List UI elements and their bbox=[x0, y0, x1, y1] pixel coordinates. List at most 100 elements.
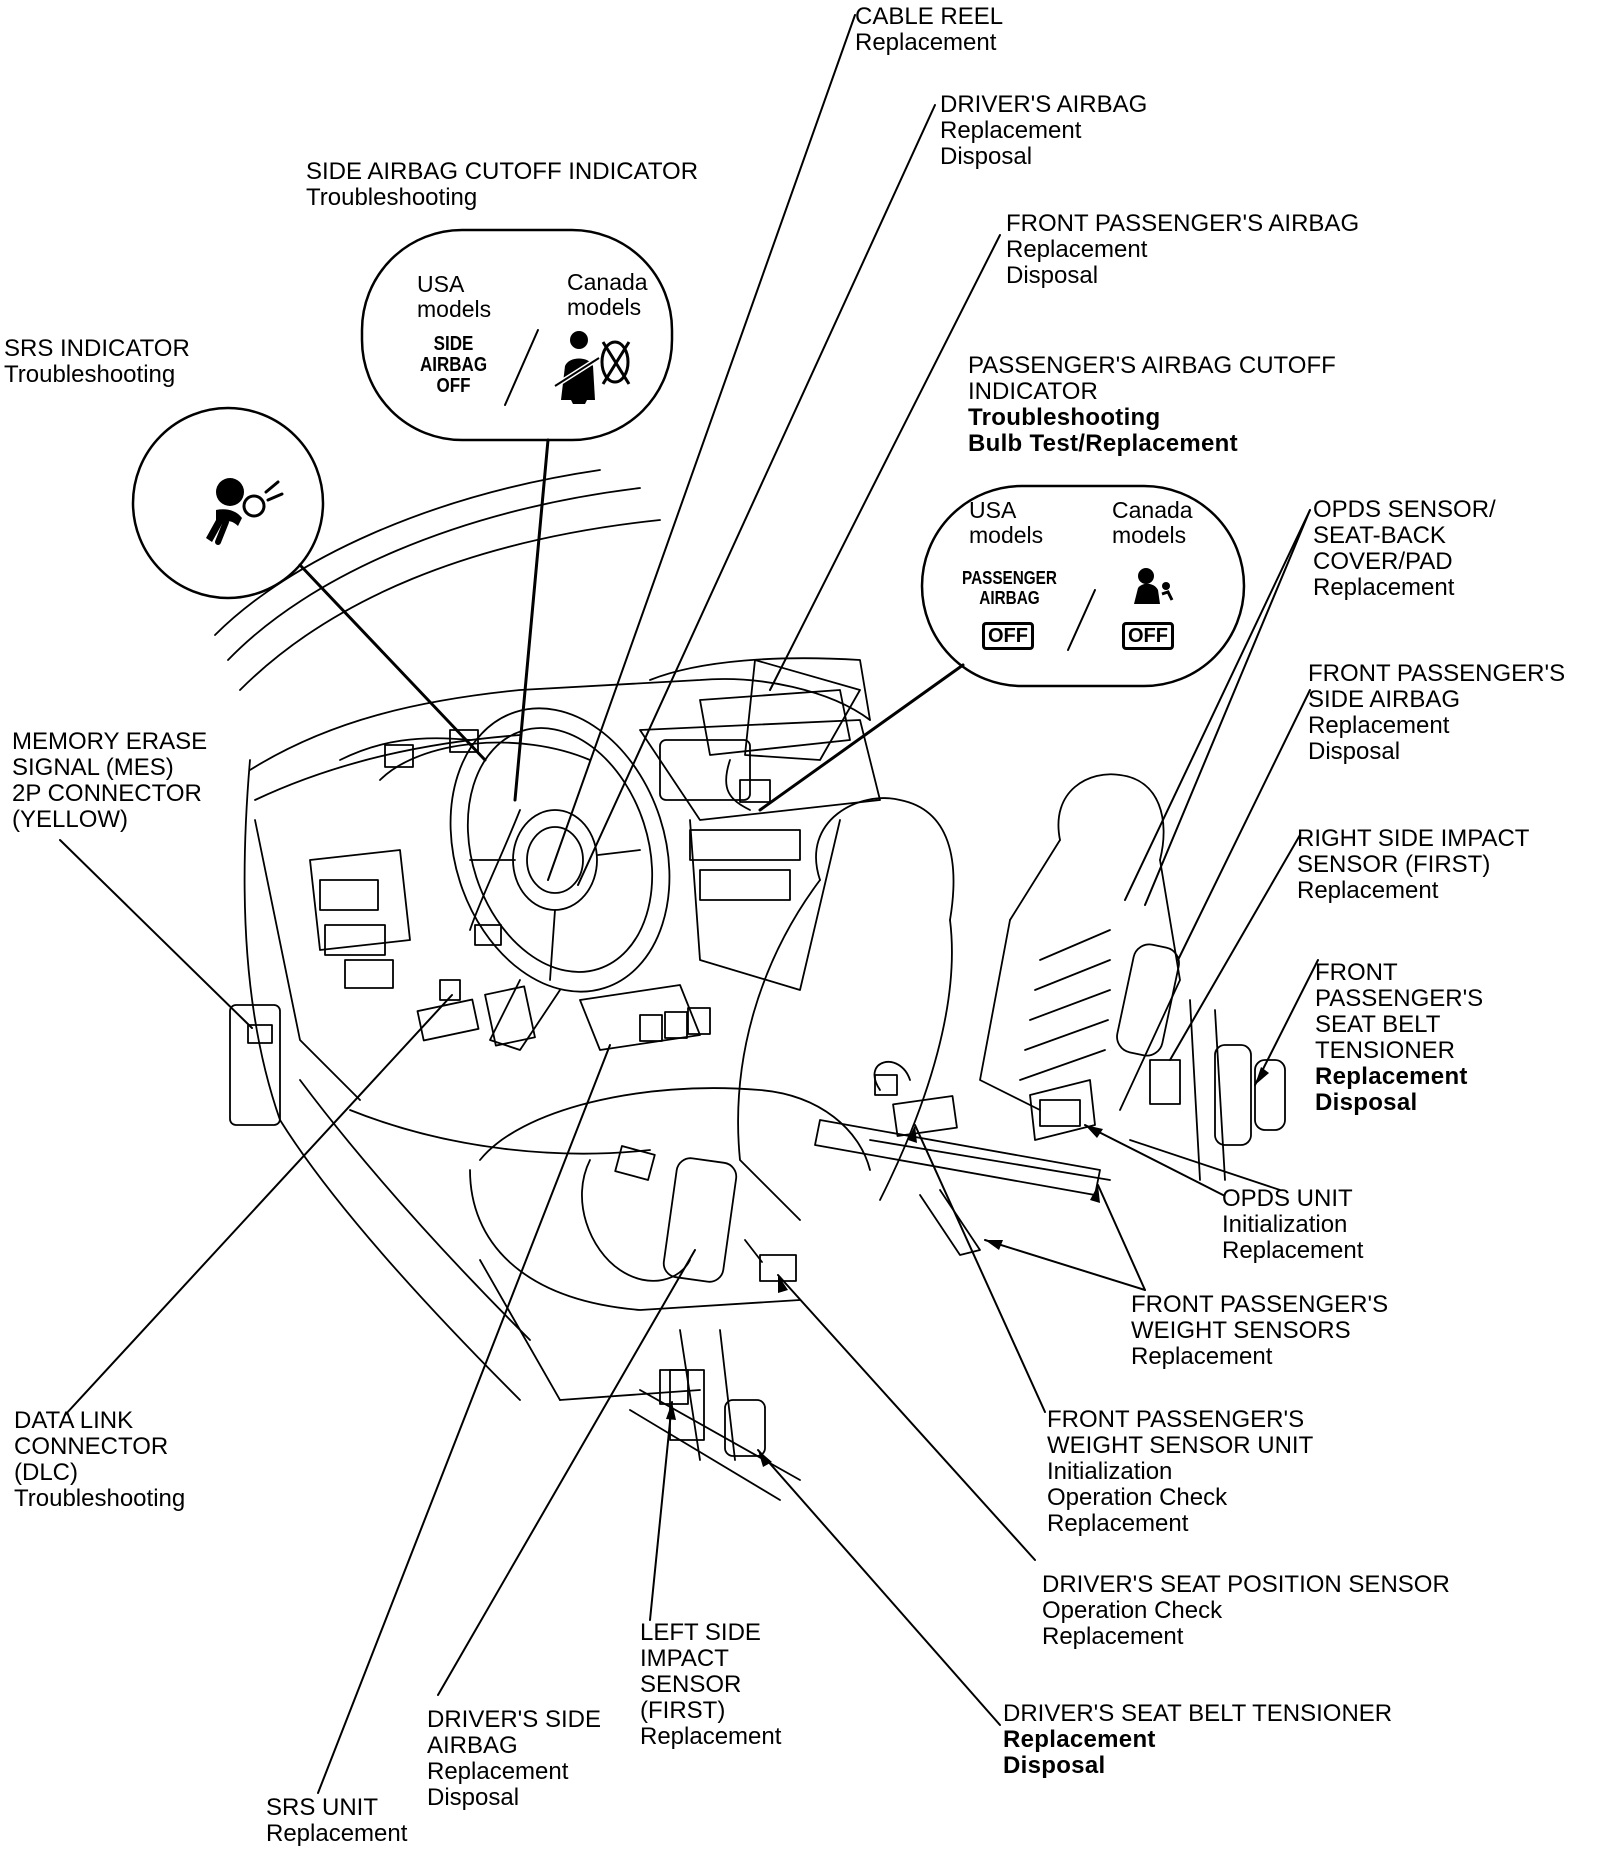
callout-line: OPDS UNIT bbox=[1222, 1185, 1353, 1212]
callout-line: Replacement bbox=[1313, 574, 1455, 601]
callout-line: (FIRST) bbox=[640, 1697, 726, 1724]
usa-off-lamp-box: OFF bbox=[982, 622, 1034, 650]
callout-line: Replacement bbox=[1003, 1726, 1156, 1753]
leader-arrowheads bbox=[666, 1067, 1269, 1467]
callout-line: DRIVER'S SEAT POSITION SENSOR bbox=[1042, 1571, 1450, 1598]
passenger-airbag-lamp: PASSENGER AIRBAG bbox=[962, 568, 1057, 608]
callout-line: Replacement bbox=[427, 1758, 569, 1785]
callout-line: IMPACT bbox=[640, 1645, 729, 1672]
callout-line: Replacement bbox=[1131, 1343, 1273, 1370]
passenger-cutoff-canada-label: Canada models bbox=[1112, 497, 1193, 548]
callout-line: Troubleshooting bbox=[14, 1485, 186, 1512]
callout-line: Replacement bbox=[1297, 877, 1439, 904]
side-airbag-off-lamp: SIDE AIRBAG OFF bbox=[420, 333, 488, 397]
callout-line: DATA LINK bbox=[14, 1407, 134, 1434]
callout-line: Troubleshooting bbox=[4, 361, 176, 388]
callout-line: Replacement bbox=[1047, 1510, 1189, 1537]
callout-line: Disposal bbox=[427, 1784, 520, 1811]
callout-line: FRONT PASSENGER'S bbox=[1308, 660, 1566, 687]
callout-line: Operation Check bbox=[1042, 1597, 1223, 1624]
callout-line: Troubleshooting bbox=[306, 184, 478, 211]
callout-line: SIGNAL (MES) bbox=[12, 754, 174, 781]
callout-line: SEAT BELT bbox=[1315, 1011, 1441, 1038]
callout-line: CABLE REEL bbox=[855, 3, 1004, 30]
callout-line: Replacement bbox=[1308, 712, 1450, 739]
callout-line: (YELLOW) bbox=[12, 806, 129, 833]
side-cutoff-usa-label: USA models bbox=[417, 271, 492, 322]
callout-line: SRS INDICATOR bbox=[4, 335, 190, 362]
callout-line: Operation Check bbox=[1047, 1484, 1228, 1511]
callout-line: PASSENGER'S AIRBAG CUTOFF bbox=[968, 352, 1336, 379]
callout-line: SENSOR bbox=[640, 1671, 742, 1698]
passenger-cutoff-usa-label: USA models bbox=[969, 497, 1044, 548]
srs-indicator-bubble bbox=[131, 406, 325, 600]
callout-line: WEIGHT SENSOR UNIT bbox=[1047, 1432, 1314, 1459]
callout-line: Initialization bbox=[1222, 1211, 1348, 1238]
callout-line: OPDS SENSOR/ bbox=[1313, 496, 1496, 523]
callout-line: COVER/PAD bbox=[1313, 548, 1453, 575]
callout-line: SRS UNIT bbox=[266, 1794, 379, 1821]
callout-line: FRONT PASSENGER'S bbox=[1131, 1291, 1389, 1318]
callout-line: PASSENGER'S bbox=[1315, 985, 1484, 1012]
callout-line: SEAT-BACK bbox=[1313, 522, 1446, 549]
callout-line: CONNECTOR bbox=[14, 1433, 169, 1460]
airbag-person-icon bbox=[206, 478, 284, 545]
side-airbag-cutoff-bubble bbox=[360, 228, 674, 442]
callout-line: Replacement bbox=[266, 1820, 408, 1847]
callout-line: MEMORY ERASE bbox=[12, 728, 208, 755]
callout-line: Troubleshooting bbox=[968, 404, 1161, 431]
callout-line: RIGHT SIDE IMPACT bbox=[1297, 825, 1530, 852]
callout-line: Bulb Test/Replacement bbox=[968, 430, 1238, 457]
callout-line: Replacement bbox=[855, 29, 997, 56]
callout-line: SENSOR (FIRST) bbox=[1297, 851, 1491, 878]
callout-line: WEIGHT SENSORS bbox=[1131, 1317, 1351, 1344]
callout-line: FRONT PASSENGER'S bbox=[1047, 1406, 1305, 1433]
callout-line: TENSIONER bbox=[1315, 1037, 1456, 1064]
callout-line: DRIVER'S SEAT BELT TENSIONER bbox=[1003, 1700, 1393, 1727]
passenger-airbag-cutoff-bubble bbox=[920, 484, 1246, 688]
child-seat-airbag-icon bbox=[1134, 568, 1174, 604]
callout-line: Initialization bbox=[1047, 1458, 1173, 1485]
callout-line: (DLC) bbox=[14, 1459, 78, 1486]
callout-line: FRONT bbox=[1315, 959, 1398, 986]
callout-line: Disposal bbox=[1315, 1089, 1418, 1116]
callout-line: 2P CONNECTOR bbox=[12, 780, 202, 807]
callout-line: DRIVER'S SIDE bbox=[427, 1706, 601, 1733]
callout-line: Disposal bbox=[940, 143, 1033, 170]
callout-line: Disposal bbox=[1006, 262, 1099, 289]
vehicle-interior-sketch bbox=[214, 469, 1286, 1501]
callout-line: INDICATOR bbox=[968, 378, 1098, 405]
callout-line: DRIVER'S AIRBAG bbox=[940, 91, 1148, 118]
callout-line: SIDE AIRBAG bbox=[1308, 686, 1461, 713]
callout-line: Replacement bbox=[940, 117, 1082, 144]
callout-line: Disposal bbox=[1308, 738, 1401, 765]
callout-line: Disposal bbox=[1003, 1752, 1106, 1779]
callout-line: SIDE AIRBAG CUTOFF INDICATOR bbox=[306, 158, 699, 185]
callout-line: LEFT SIDE bbox=[640, 1619, 761, 1646]
callout-line: Replacement bbox=[1006, 236, 1148, 263]
callout-line: FRONT PASSENGER'S AIRBAG bbox=[1006, 210, 1360, 237]
callout-line: Replacement bbox=[640, 1723, 782, 1750]
leader-lines bbox=[59, 14, 1319, 1794]
seat-belt-airbag-off-icon bbox=[553, 331, 631, 404]
